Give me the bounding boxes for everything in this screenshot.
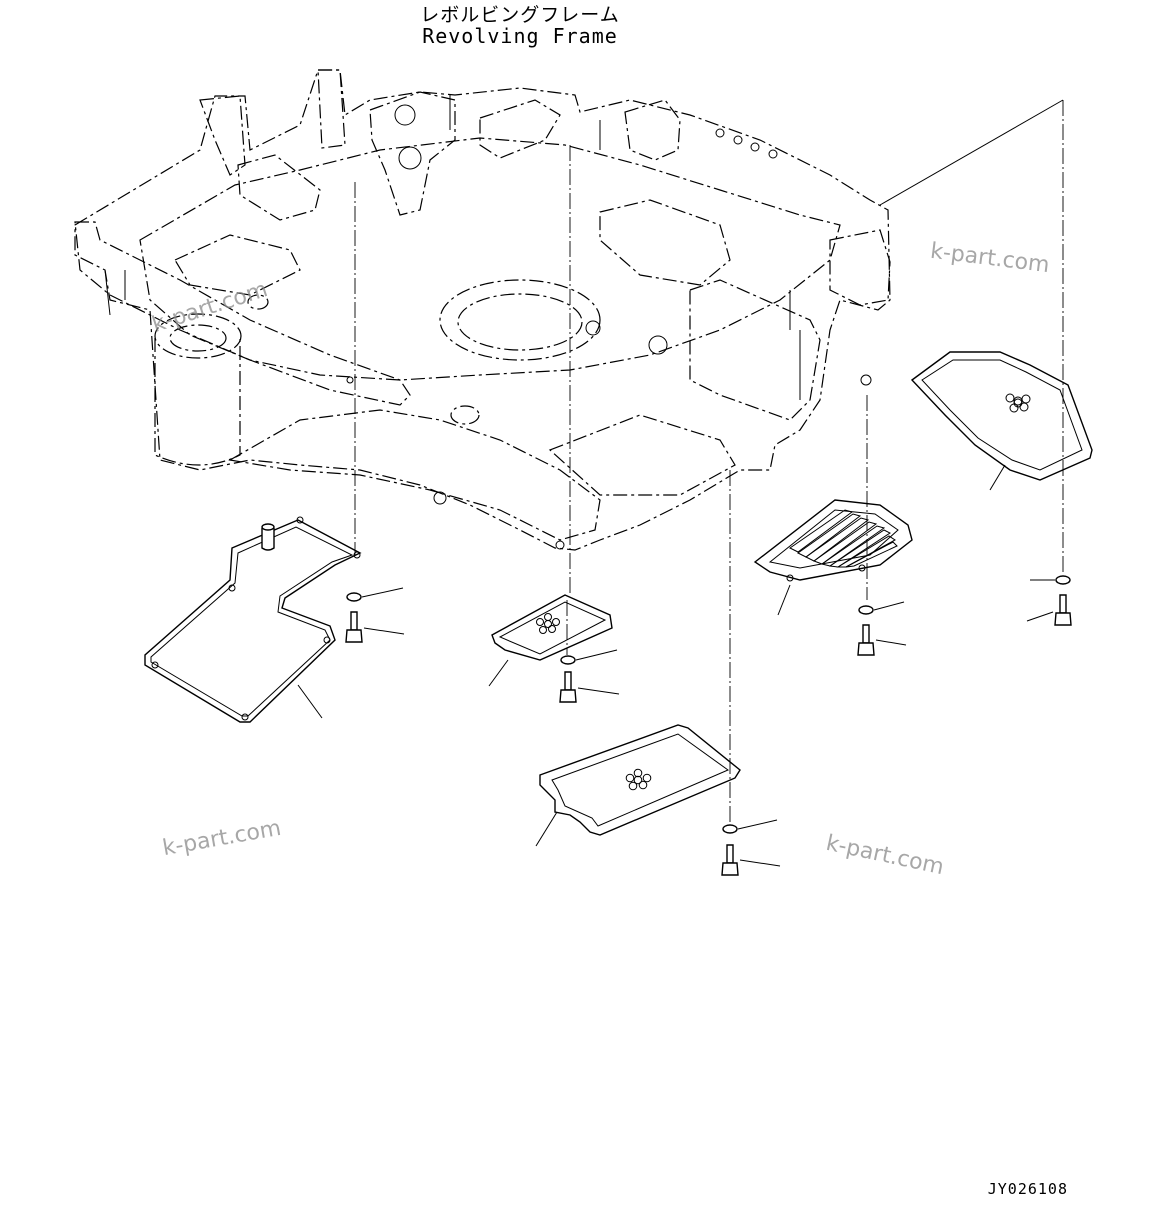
grille-cover — [753, 499, 913, 616]
diagram-title-english: Revolving Frame — [422, 24, 618, 48]
diagram-title-japanese: レボルビングフレーム — [420, 4, 620, 26]
assembly-centerlines — [354, 99, 1064, 825]
bolts — [345, 594, 1072, 876]
center-small-cover-plate — [488, 594, 613, 687]
right-corner-cover — [910, 351, 1093, 491]
left-undercover-plate — [144, 516, 362, 723]
washers — [346, 575, 1071, 834]
revolving-frame — [74, 69, 891, 551]
center-large-cover-plate — [535, 724, 741, 847]
drawing-code: JY026108 — [987, 1180, 1068, 1198]
